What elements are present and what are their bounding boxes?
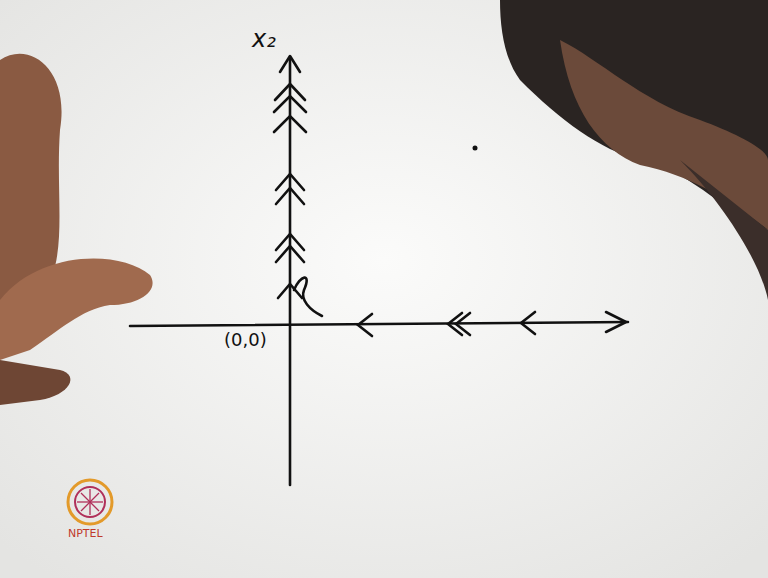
axes [130, 56, 628, 485]
axis-label: x₂ [252, 26, 276, 52]
flow-arrows-horizontal [358, 312, 535, 336]
logo-text: NPTEL [68, 528, 103, 540]
flow-arrows-vertical [274, 84, 322, 316]
hands [0, 0, 768, 405]
stray-dot [473, 146, 478, 151]
nptel-logo [68, 480, 112, 524]
origin-label: (0,0) [224, 330, 267, 350]
